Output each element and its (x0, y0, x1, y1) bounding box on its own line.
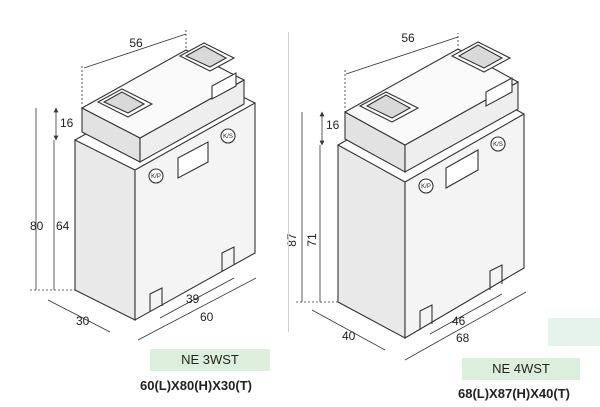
model-tag-ne3wst: NE 3WST (150, 349, 270, 371)
dim-height-body-ne4wst: 71 (305, 233, 319, 247)
dim-length-ne4wst: 68 (456, 331, 470, 345)
terminal-badge-kp (148, 168, 164, 184)
terminal-badge-ks (220, 128, 236, 144)
dim-height-total-ne3wst: 80 (30, 219, 44, 233)
spec-ne4wst: 68(L)X87(H)X40(T) (458, 386, 570, 401)
label-plate (445, 149, 479, 189)
dim-height-body-ne3wst: 64 (56, 219, 70, 233)
terminal-badge-kp (418, 178, 434, 194)
terminal-block-back-inner (457, 44, 504, 69)
transformer-drawing-ne3wst (74, 42, 256, 321)
dim-slot-gap-ne4wst: 46 (452, 314, 466, 328)
spec-ne3wst: 60(L)X80(H)X30(T) (140, 378, 252, 393)
bottom-slot-left (149, 287, 163, 312)
dim-step-ne3wst: 16 (60, 116, 74, 130)
terminal-block-front-inner (102, 91, 146, 114)
dim-length-ne3wst: 60 (200, 310, 214, 324)
body-front-face (134, 102, 256, 321)
top-housing-top (80, 49, 246, 139)
bottom-slot-left (419, 304, 433, 330)
body-side-face (337, 144, 406, 339)
dim-depth-ne3wst: 30 (76, 314, 90, 328)
terminal-label-kp: K/P (151, 174, 161, 180)
decorative-edge-block (548, 318, 600, 346)
terminal-block-mid (211, 72, 237, 100)
body-front-face (404, 113, 525, 339)
terminal-label-ks: K/S (223, 134, 233, 140)
terminal-label-kp: K/P (421, 184, 431, 190)
section-divider (288, 32, 289, 332)
bottom-slot-right (221, 246, 235, 271)
dim-top-width-ne4wst: 56 (401, 31, 415, 45)
dim-top-width-ne3wst: 56 (129, 36, 143, 50)
bottom-slot-right (489, 264, 503, 290)
body-side-face (74, 139, 136, 321)
dim-step-ne4wst: 16 (326, 118, 340, 132)
transformer-drawing-ne4wst (337, 41, 525, 339)
model-tag-ne4wst: NE 4WST (462, 358, 580, 380)
dimension-lines-ne3wst (30, 30, 257, 341)
terminal-block-front-inner (365, 94, 412, 119)
dimension-lines-ne4wst (296, 33, 527, 361)
terminal-block-back-inner (184, 45, 228, 68)
top-housing-top (343, 48, 520, 146)
terminal-block-mid (485, 77, 513, 107)
terminal-label-ks: K/S (493, 142, 503, 148)
dim-depth-ne4wst: 40 (342, 329, 356, 343)
dim-slot-gap-ne3wst: 39 (186, 292, 200, 306)
terminal-badge-ks (490, 136, 506, 152)
label-plate (177, 141, 209, 179)
